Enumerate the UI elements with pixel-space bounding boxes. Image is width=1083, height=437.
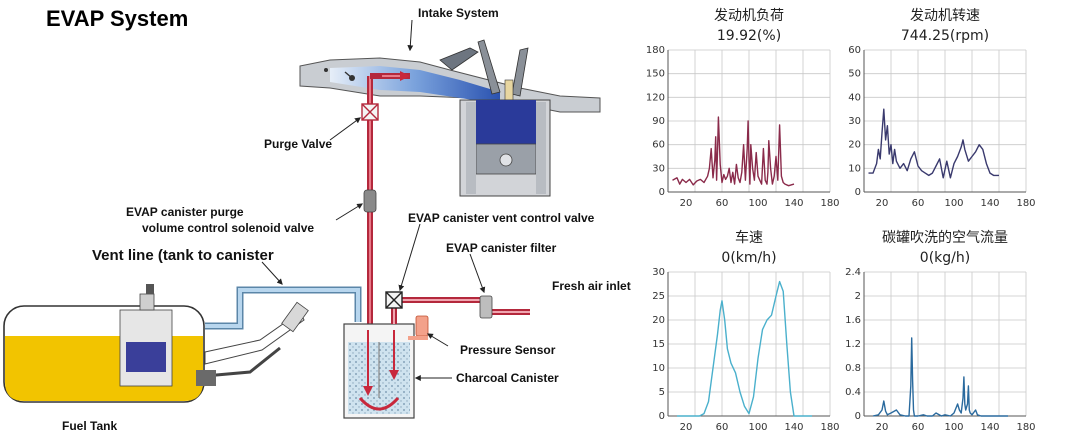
pressure-sensor (415, 315, 429, 337)
x-tick-label: 140 (980, 198, 999, 209)
y-tick-label: 0 (855, 187, 861, 198)
purge-solenoid (363, 189, 377, 213)
y-tick-label: 25 (652, 291, 665, 302)
y-tick-label: 90 (652, 116, 665, 127)
y-tick-label: 40 (848, 92, 861, 103)
label-vent-control-valve: EVAP canister vent control valve (408, 211, 595, 225)
y-tick-label: 60 (652, 140, 665, 151)
series-line (872, 337, 1008, 417)
x-tick-label: 60 (912, 198, 925, 209)
x-tick-label: 100 (944, 198, 963, 209)
chart-title: 发动机转速 (910, 8, 980, 24)
engine-cylinder (459, 99, 551, 197)
y-tick-label: 10 (848, 163, 861, 174)
y-tick-label: 30 (652, 267, 665, 278)
label-intake-system: Intake System (418, 6, 499, 20)
y-tick-label: 50 (848, 69, 861, 80)
chart-panel-vehicle-speed: 车速 0(km/h) 0 5 10 15 20 25 30 20 60 100 140 180 (652, 229, 839, 433)
x-tick-label: 140 (980, 422, 999, 433)
y-tick-label: 120 (646, 92, 665, 103)
y-tick-label: 30 (848, 116, 861, 127)
fuel-tank (3, 284, 205, 403)
label-pressure-sensor: Pressure Sensor (460, 343, 556, 357)
chart-panel-purge-flow: 碳罐吹洗的空气流量 0(kg/h) 0 0.4 0.8 1.2 1.6 2 2.4 20 60 100… (845, 230, 1035, 433)
y-tick-label: 30 (652, 163, 665, 174)
y-tick-label: 0.8 (845, 363, 861, 374)
filler-neck (196, 301, 309, 386)
chart-value: 0(kg/h) (920, 250, 970, 266)
y-tick-label: 15 (652, 339, 665, 350)
evap-diagram: EVAP System (3, 6, 631, 433)
x-tick-label: 60 (716, 422, 729, 433)
y-tick-label: 0.4 (845, 387, 861, 398)
y-tick-label: 1.6 (845, 315, 861, 326)
y-tick-label: 5 (659, 387, 665, 398)
series-line (672, 116, 795, 187)
y-tick-label: 60 (848, 45, 861, 56)
series-line (868, 108, 999, 179)
x-tick-label: 140 (784, 422, 803, 433)
y-tick-label: 20 (652, 315, 665, 326)
x-tick-label: 100 (944, 422, 963, 433)
y-tick-label: 150 (646, 69, 665, 80)
x-tick-label: 20 (680, 198, 693, 209)
x-tick-label: 180 (1016, 422, 1035, 433)
y-tick-label: 2 (855, 291, 861, 302)
label-purge-valve: Purge Valve (264, 137, 332, 151)
intake-manifold (299, 39, 601, 113)
y-tick-label: 0 (855, 411, 861, 422)
label-fuel-tank: Fuel Tank (62, 419, 117, 433)
y-tick-label: 2.4 (845, 267, 861, 278)
y-tick-label: 10 (652, 363, 665, 374)
x-tick-label: 100 (748, 198, 767, 209)
label-canister-filter: EVAP canister filter (446, 241, 557, 255)
x-tick-label: 140 (784, 198, 803, 209)
vent-control-valve (385, 291, 530, 324)
chart-panel-engine-load: 发动机负荷 19.92(%) 0 30 60 90 120 150 180 20 60 100 140 1… (646, 8, 840, 209)
y-tick-label: 0 (659, 187, 665, 198)
diagram-title: EVAP System (46, 6, 188, 31)
x-tick-label: 60 (912, 422, 925, 433)
series-line (677, 280, 812, 417)
chart-title: 车速 (735, 229, 763, 246)
canister-filter (479, 295, 493, 319)
x-tick-label: 20 (876, 422, 889, 433)
x-tick-label: 60 (716, 198, 729, 209)
label-fresh-air-inlet: Fresh air inlet (552, 279, 631, 293)
label-purge-solenoid-1: EVAP canister purge (126, 205, 244, 219)
x-tick-label: 20 (876, 198, 889, 209)
y-tick-label: 1.2 (845, 339, 861, 350)
label-charcoal-canister: Charcoal Canister (456, 371, 559, 385)
vent-line (205, 286, 362, 330)
charcoal-canister (343, 323, 415, 419)
y-tick-label: 0 (659, 411, 665, 422)
x-tick-label: 100 (748, 422, 767, 433)
leader-lines (261, 19, 486, 381)
x-tick-label: 180 (820, 198, 839, 209)
chart-value: 19.92(%) (717, 28, 781, 44)
label-vent-line: Vent line (tank to canister (92, 247, 274, 264)
y-tick-label: 20 (848, 140, 861, 151)
x-tick-label: 180 (1016, 198, 1035, 209)
chart-value: 744.25(rpm) (901, 28, 989, 44)
chart-value: 0(km/h) (721, 250, 776, 266)
label-purge-solenoid-2: volume control solenoid valve (142, 221, 314, 235)
x-tick-label: 180 (820, 422, 839, 433)
purge-valve (361, 103, 379, 121)
chart-title: 碳罐吹洗的空气流量 (882, 230, 1008, 246)
chart-panel-engine-speed: 发动机转速 744.25(rpm) 0 10 20 30 40 50 60 20 60 100 140 1… (848, 8, 1035, 209)
chart-title: 发动机负荷 (714, 8, 784, 24)
x-tick-label: 20 (680, 422, 693, 433)
y-tick-label: 180 (646, 45, 665, 56)
